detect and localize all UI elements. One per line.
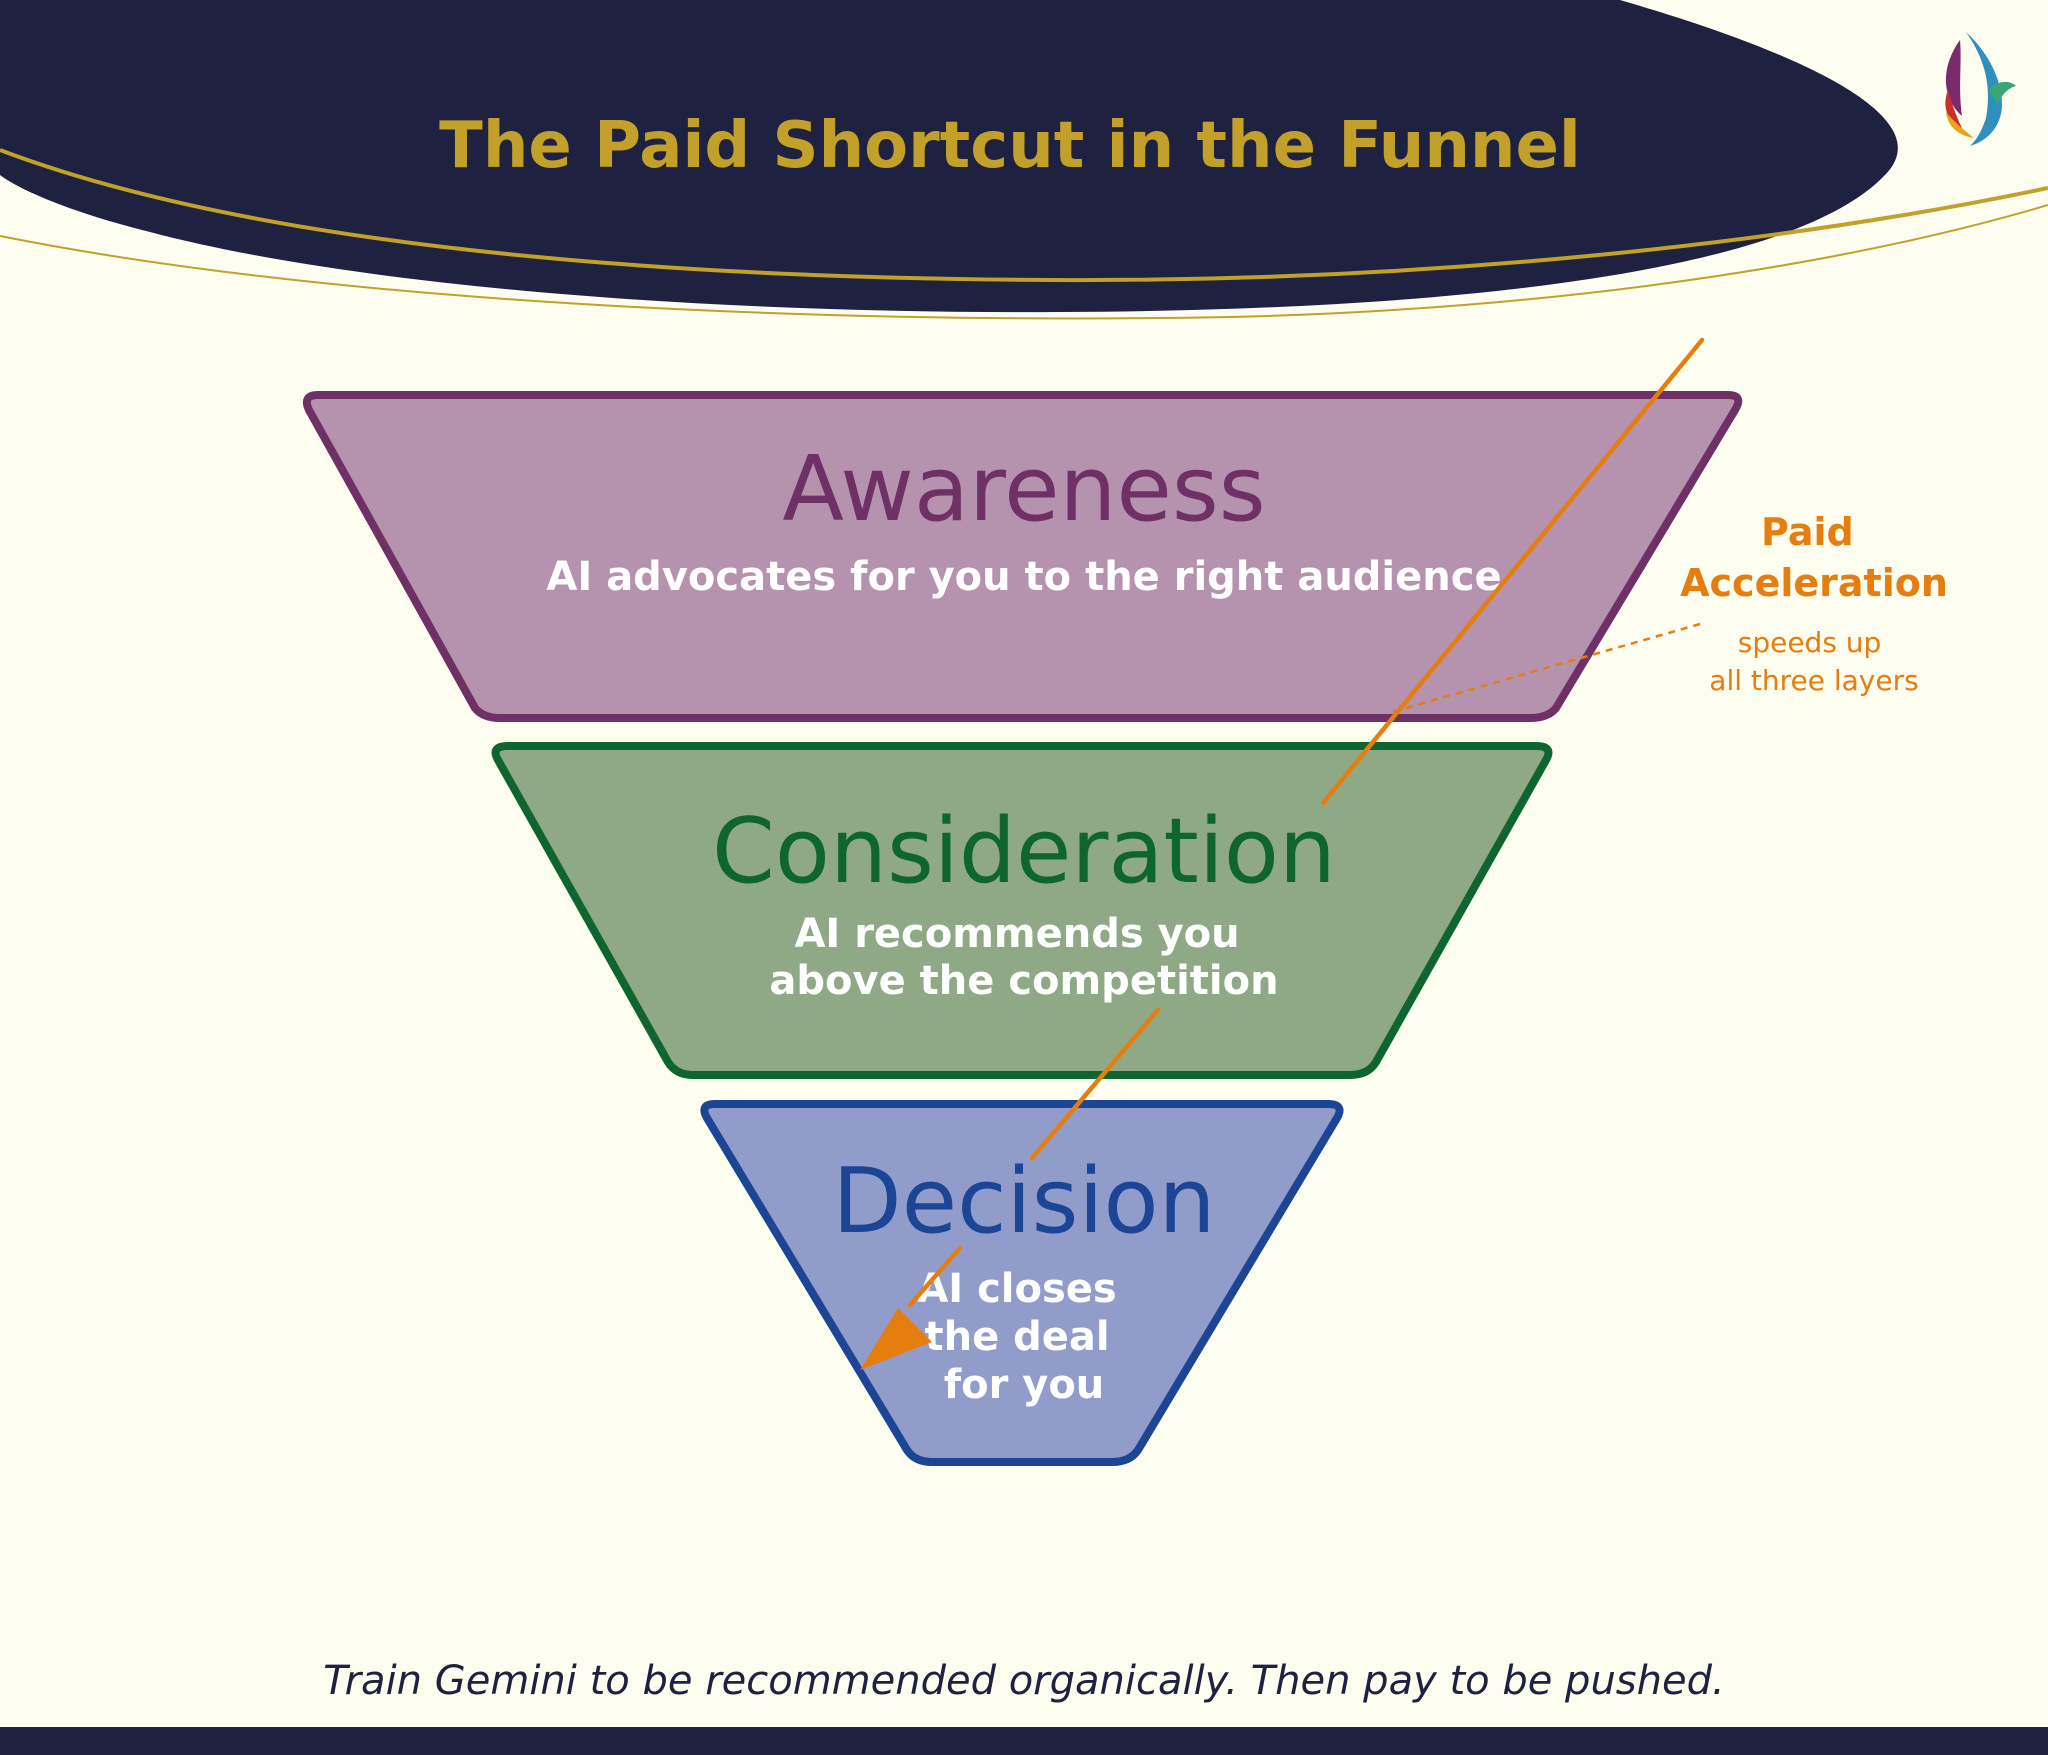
consideration-title: Consideration <box>712 799 1336 904</box>
awareness-shape <box>302 391 1743 722</box>
annotation-subtitle-line: speeds up <box>1738 626 1882 659</box>
decision-description-line: AI closes <box>917 1266 1116 1312</box>
annotation-dashed-leader <box>1391 622 1701 714</box>
funnel-layer-awareness: Awareness AI advocates for you to the ri… <box>302 391 1743 722</box>
decision-description: AI closes the deal for you <box>917 1266 1130 1408</box>
bird-logo-icon <box>1945 32 2016 146</box>
awareness-title: Awareness <box>782 437 1265 542</box>
annotation-title-line: Paid <box>1761 510 1854 554</box>
decision-title: Decision <box>832 1149 1215 1254</box>
acceleration-arrowhead <box>860 1308 932 1370</box>
acceleration-arrow-line <box>907 337 1705 1308</box>
logo-wing-red <box>1945 90 1962 128</box>
footer-tagline: Train Gemini to be recommended organical… <box>323 1658 1724 1704</box>
header-gold-swoosh-upper <box>0 148 2048 283</box>
footer-navy-bar <box>0 1727 2048 1755</box>
consideration-shape <box>491 742 1553 1079</box>
annotation-subtitle: speeds up all three layers <box>1709 626 1918 697</box>
header-navy-shape <box>0 0 1898 313</box>
annotation-title-line: Acceleration <box>1680 561 1948 605</box>
consideration-description-line: AI recommends you <box>794 911 1239 957</box>
consideration-description: AI recommends you above the competition <box>769 911 1278 1004</box>
paid-acceleration-note: Paid Acceleration speeds up all three la… <box>1391 510 1948 714</box>
decision-shape <box>700 1100 1344 1466</box>
annotation-title: Paid Acceleration <box>1680 510 1948 605</box>
page-title: The Paid Shortcut in the Funnel <box>439 109 1581 183</box>
acceleration-arrow <box>860 337 1705 1370</box>
logo-head-green <box>1988 81 2016 104</box>
awareness-description: AI advocates for you to the right audien… <box>546 554 1501 600</box>
funnel-layer-consideration: Consideration AI recommends you above th… <box>491 742 1553 1079</box>
logo-wing-yellow <box>1946 112 1974 138</box>
header-gold-swoosh-lower <box>0 204 2048 320</box>
header: The Paid Shortcut in the Funnel <box>0 0 2048 320</box>
decision-description-line: for you <box>944 1362 1105 1408</box>
consideration-description-line: above the competition <box>769 958 1278 1004</box>
logo-body-blue <box>1966 32 2002 146</box>
funnel-layer-decision: Decision AI closes the deal for you <box>700 1100 1344 1466</box>
awareness-description-line: AI advocates for you to the right audien… <box>546 554 1501 600</box>
annotation-subtitle-line: all three layers <box>1709 664 1918 697</box>
decision-description-line: the deal <box>924 1314 1109 1360</box>
